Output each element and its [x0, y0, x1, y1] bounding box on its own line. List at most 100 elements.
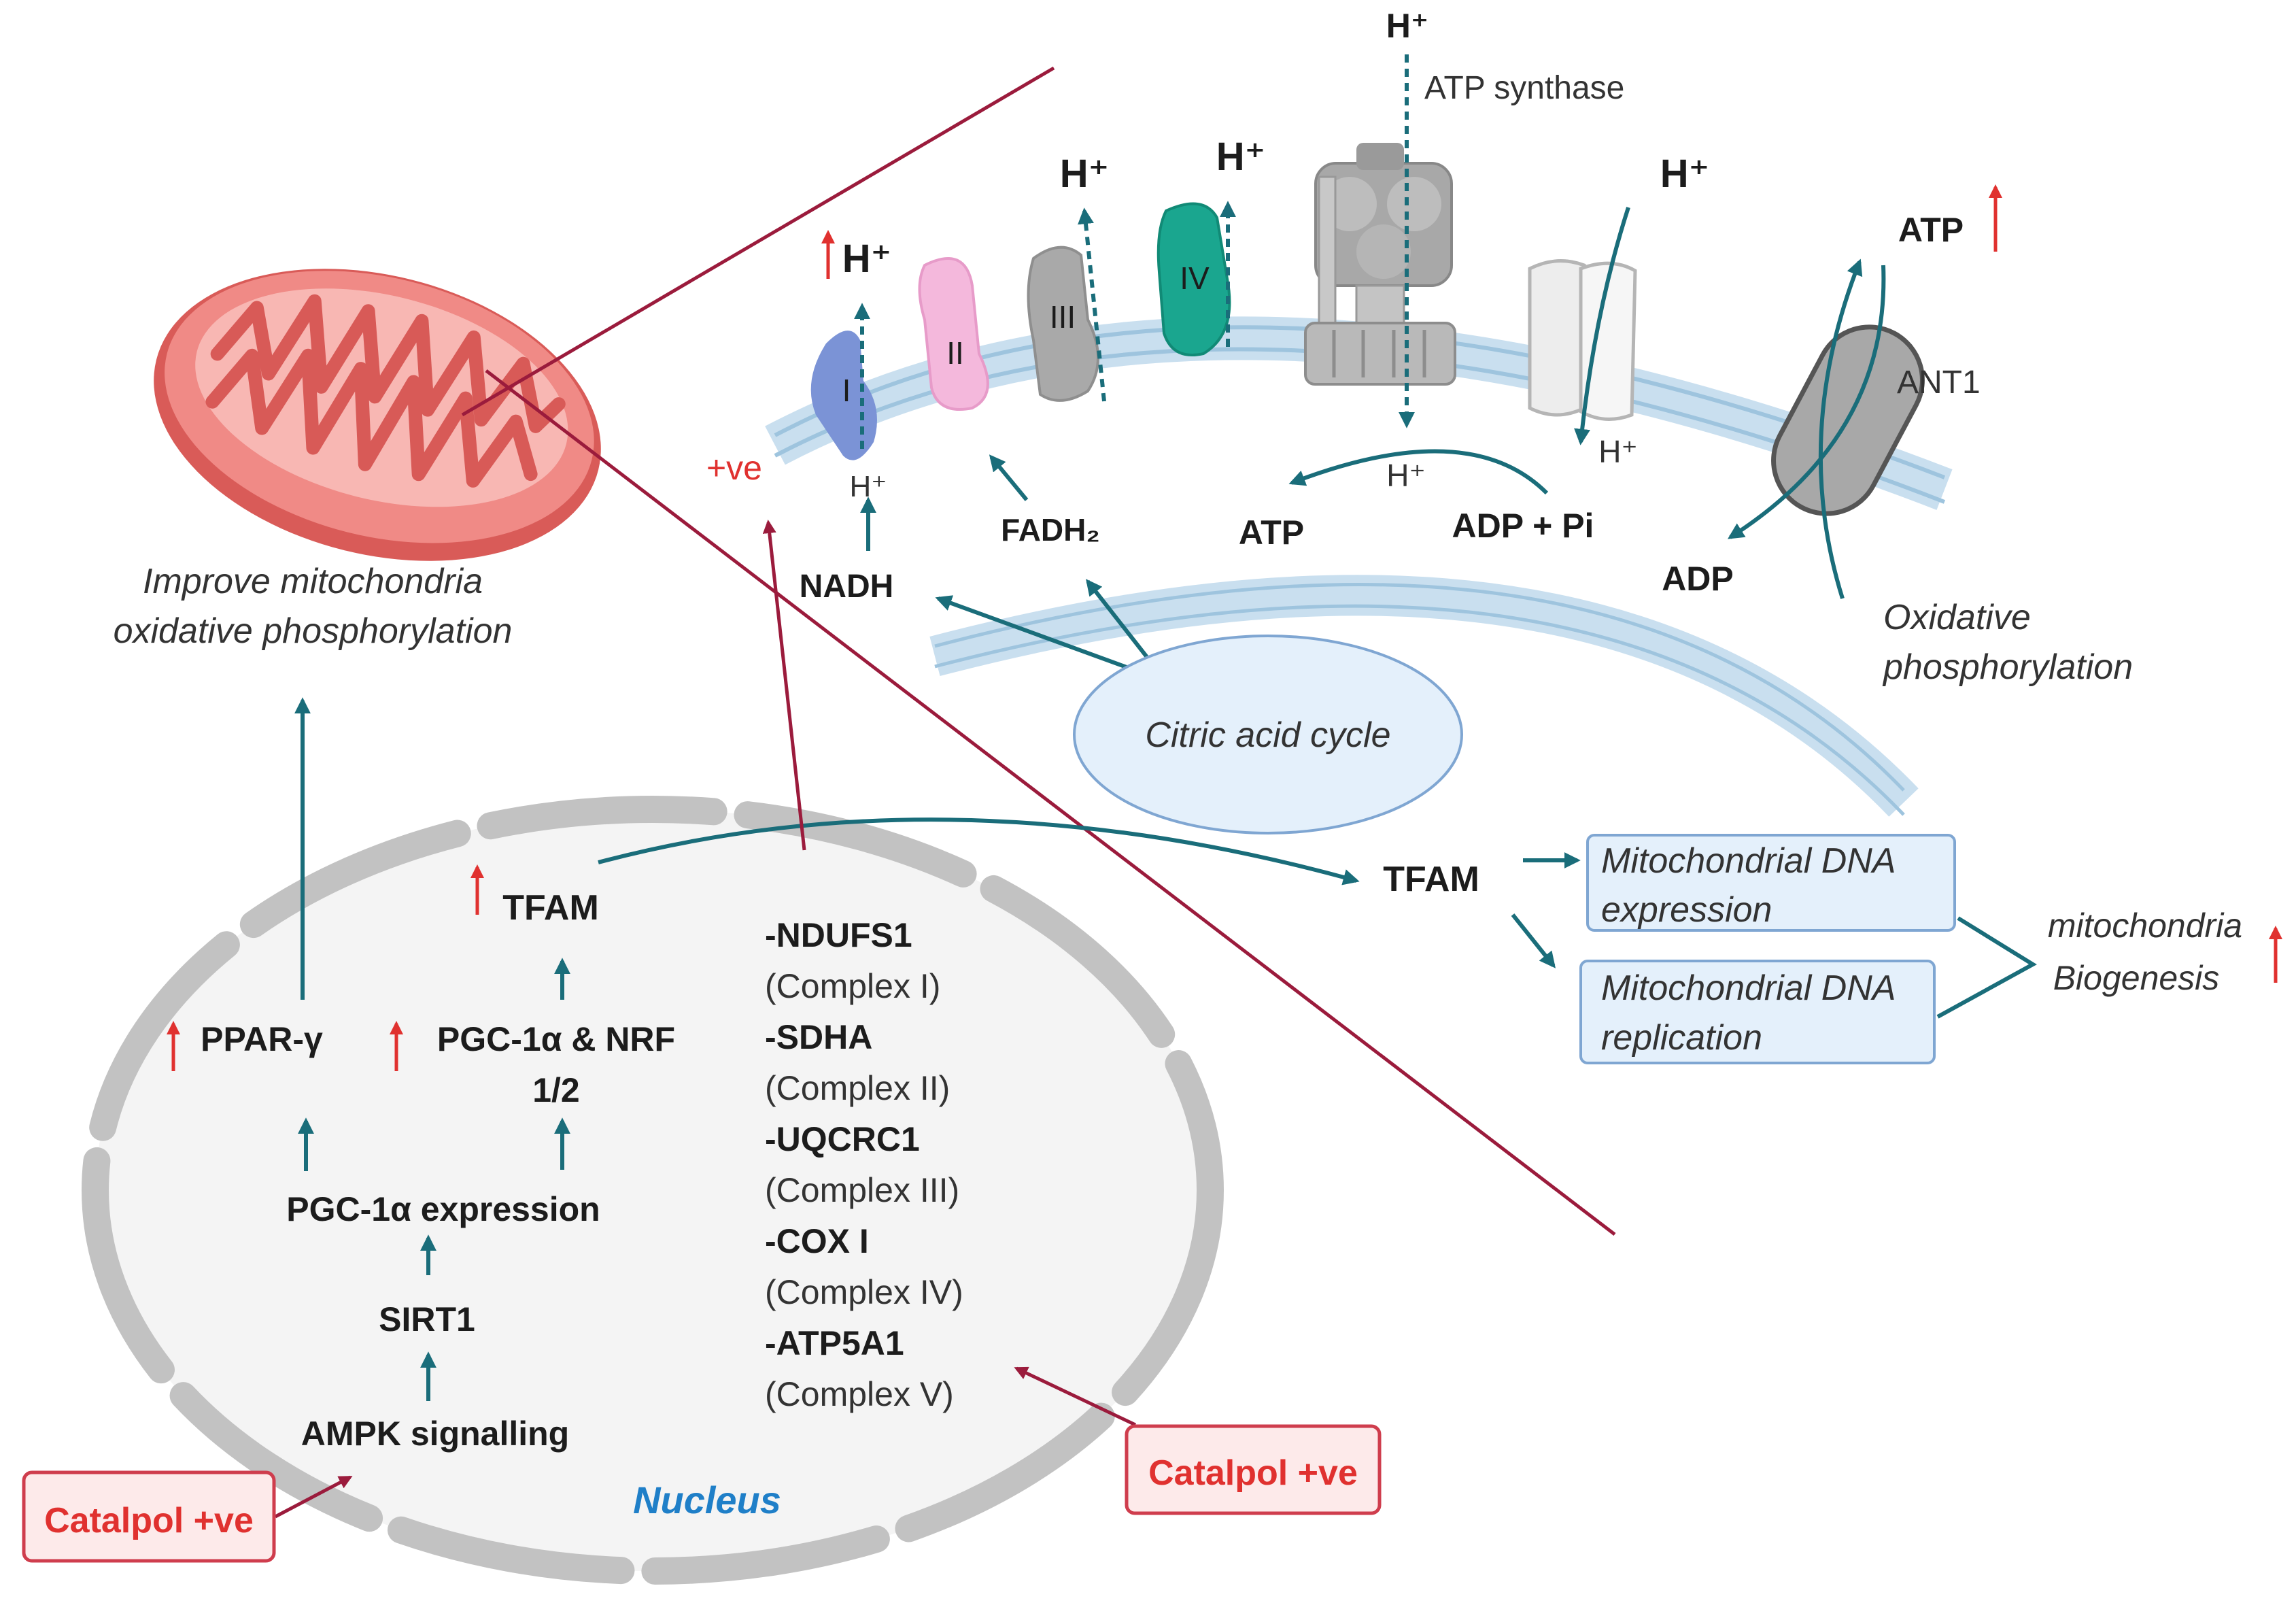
ant1-label: ANT1 [1897, 365, 1981, 401]
atp-top-label: ATP [1898, 211, 1964, 249]
mtdna-replication-line2: replication [1601, 1018, 1762, 1058]
complex-iii-label: III [1050, 299, 1076, 335]
transporter-right [1579, 261, 1637, 421]
mtdna-replication-line1: Mitochondrial DNA [1601, 968, 1896, 1008]
complex-ii-shape [918, 257, 989, 411]
ppar-label: PPAR-γ [201, 1020, 323, 1058]
gene-list: -NDUFS1 (Complex I) -SDHA (Complex II) -… [765, 916, 963, 1413]
ant1-atp-out-arrow [1818, 258, 1863, 599]
atp-synthase-subunit [1387, 177, 1441, 231]
gene-name: -ATP5A1 [765, 1324, 904, 1362]
outer-membrane-edge-top [934, 582, 1905, 792]
ant1-adp-in-arrow [1727, 265, 1886, 539]
adp-to-atp-arrow [1288, 449, 1549, 495]
citric-acid-cycle: Citric acid cycle [1073, 635, 1463, 834]
h-plus-complex-iii: H⁺ [1060, 152, 1110, 196]
gene-name: -NDUFS1 [765, 916, 912, 954]
zoom-line-bottom [485, 369, 1616, 1236]
h-plus-transporter-bottom: H⁺ [1598, 434, 1638, 469]
sirt1-label: SIRT1 [379, 1300, 475, 1338]
catalpol-left-label: Catalpol +ve [44, 1501, 254, 1540]
nucleus-body [95, 809, 1210, 1571]
fadh2-arrow [989, 454, 1029, 501]
nucleus-envelope [82, 796, 1224, 1585]
h-plus-nadh: H⁺ [850, 470, 887, 503]
gene-complex: (Complex IV) [765, 1273, 963, 1311]
improve-label-line1: Improve mitochondria [143, 562, 483, 601]
mtdna-replication-box: Mitochondrial DNA replication [1579, 960, 1936, 1064]
ox-phos-label-line1: Oxidative [1883, 598, 2031, 637]
outer-membrane-band [929, 575, 1919, 817]
tfam-right-label: TFAM [1383, 860, 1479, 899]
h-plus-complex-iv: H⁺ [1216, 135, 1266, 179]
gene-complex: (Complex V) [765, 1375, 954, 1413]
complex-iv: IV [1156, 202, 1231, 356]
gene-name: -COX I [765, 1222, 869, 1260]
atp-synthase-cap [1356, 143, 1404, 170]
nadh-label: NADH [800, 569, 894, 605]
inner-membrane-band [765, 316, 1953, 510]
genes-to-etc-arrow [762, 520, 806, 851]
complex-iv-shape [1156, 202, 1231, 356]
fadh2-label: FADH₂ [1001, 512, 1100, 547]
complex-i-label: I [842, 373, 851, 408]
plus-ve-label: +ve [706, 449, 762, 487]
nucleus-label: Nucleus [633, 1479, 781, 1521]
citric-acid-cycle-ellipse [1073, 635, 1463, 834]
adp-label: ADP [1662, 560, 1734, 598]
inner-membrane [765, 316, 1953, 510]
outer-membrane-edge-bottom [934, 604, 1905, 816]
catalpol-to-genes-arrow [1014, 1366, 1137, 1427]
atp-mid-label: ATP [1239, 513, 1304, 552]
atp-synthase-subunit [1356, 224, 1411, 279]
improve-label-line2: oxidative phosphorylation [114, 611, 513, 651]
pgc-nrf-label-line1: PGC-1α & NRF [437, 1020, 675, 1058]
gene-complex: (Complex I) [765, 967, 940, 1005]
tfam-nucleus-label: TFAM [502, 888, 599, 928]
complex-iv-label: IV [1180, 260, 1210, 296]
catalpol-box-right: Catalpol +ve [1125, 1424, 1382, 1515]
inner-membrane-edge-top [774, 325, 1946, 479]
red-up-arrows [167, 184, 2282, 1071]
pgc-nrf-label-line2: 1/2 [532, 1071, 580, 1109]
catalpol-right-label: Catalpol +ve [1148, 1453, 1358, 1493]
complex-ii-label: II [946, 335, 964, 371]
tfam-export-arrow [598, 817, 1360, 885]
mtdna-expression-line1: Mitochondrial DNA [1601, 841, 1896, 881]
catalpol-to-ampk-arrow [274, 1475, 353, 1519]
h-plus-top: H⁺ [1386, 7, 1429, 45]
gene-name: -SDHA [765, 1018, 872, 1056]
mtdna-expression-line2: expression [1601, 890, 1772, 930]
biogenesis-bracket [1936, 916, 2037, 1019]
citric-to-fadh2-arrow [1086, 579, 1151, 661]
citric-to-nadh-arrow [935, 595, 1135, 672]
zoom-line-top [461, 66, 1055, 417]
pgc-expression-label: PGC-1α expression [286, 1190, 600, 1228]
atp-synthase-label: ATP synthase [1424, 70, 1624, 106]
adp-pi-label: ADP + Pi [1452, 507, 1594, 545]
tfam-to-replication-arrow [1511, 913, 1556, 968]
mtdna-expression-box: Mitochondrial DNA expression [1586, 834, 1956, 932]
transporter-left [1528, 259, 1586, 417]
catalpol-box-left: Catalpol +ve [22, 1470, 276, 1563]
complex-iii: III [1027, 246, 1099, 402]
citric-acid-cycle-label: Citric acid cycle [1145, 715, 1390, 755]
teal-arrows [294, 54, 2037, 1401]
mitochondrion [154, 269, 601, 561]
zoom-lines [461, 66, 1616, 1236]
maroon-arrows [274, 520, 1137, 1519]
h-plus-atp-synthase-bottom: H⁺ [1386, 458, 1426, 493]
outer-membrane-arc [929, 575, 1919, 817]
h-plus-transporter: H⁺ [1660, 152, 1710, 196]
transporter-proton-arrow [1574, 207, 1630, 445]
biogenesis-label-line2: Biogenesis [2053, 959, 2220, 997]
gene-complex: (Complex II) [765, 1069, 950, 1107]
mitochondrion-cristae [205, 294, 566, 488]
gene-name: -UQCRC1 [765, 1120, 920, 1158]
complex-iii-proton-arrow [1078, 207, 1106, 402]
ox-phos-label-line2: phosphorylation [1882, 647, 2133, 687]
biogenesis-label-line1: mitochondria [2048, 907, 2242, 945]
h-plus-complex-i: H⁺ [842, 237, 892, 281]
complex-iii-shape [1027, 246, 1099, 402]
